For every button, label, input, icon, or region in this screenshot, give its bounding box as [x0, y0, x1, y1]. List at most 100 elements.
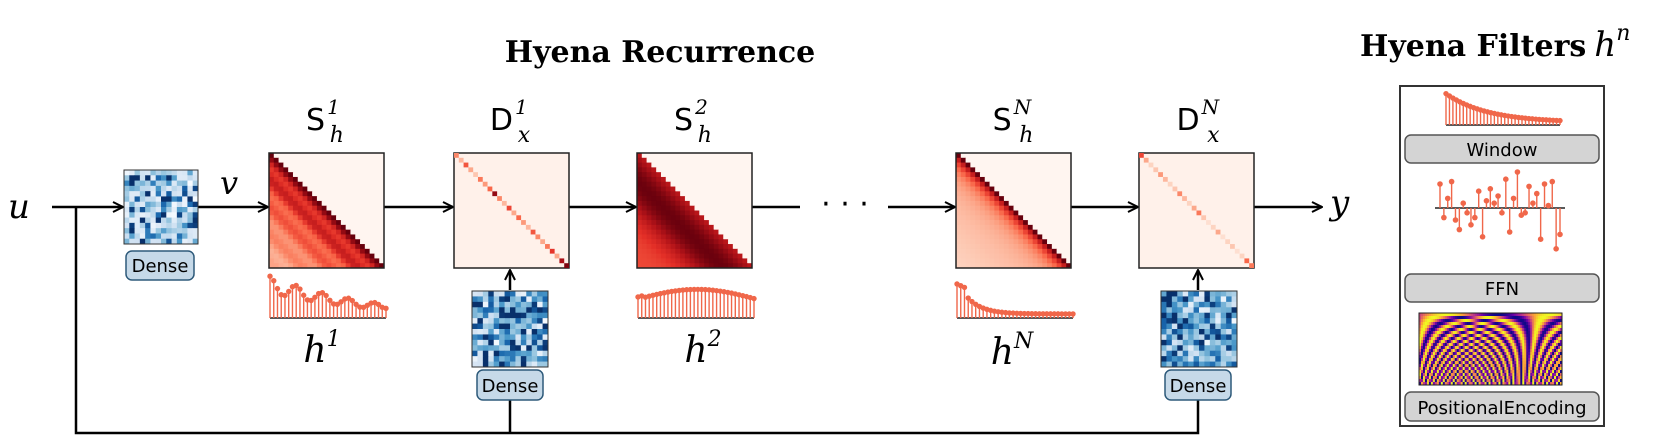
matrix-cell — [999, 167, 1005, 173]
matrix-cell — [369, 181, 375, 187]
matrix-cell — [1042, 224, 1048, 231]
matrix-cell — [960, 172, 966, 178]
heatmap-cell — [1424, 334, 1428, 338]
heatmap-cell — [1498, 319, 1501, 323]
matrix-cell — [680, 220, 686, 226]
stem-marker — [1483, 198, 1490, 204]
matrix-cell — [1003, 186, 1010, 192]
heatmap-cell — [1476, 355, 1479, 359]
matrix-cell — [1153, 167, 1159, 173]
heatmap-cell — [1496, 364, 1499, 368]
heatmap-cell — [1446, 325, 1450, 329]
heatmap-cell — [1446, 376, 1450, 380]
matrix-cell — [723, 186, 729, 192]
matrix-cell — [531, 323, 538, 330]
heatmap-cell — [1530, 346, 1533, 350]
heatmap-cell — [1476, 376, 1479, 380]
matrix-cell — [364, 220, 371, 226]
matrix-cell — [1051, 167, 1058, 173]
heatmap-cell — [1424, 355, 1428, 359]
heatmap-cell — [1556, 319, 1559, 323]
heatmap-cell — [1428, 352, 1432, 356]
heatmap-cell — [1446, 358, 1450, 362]
matrix-cell — [1008, 176, 1014, 183]
matrix-cell — [1027, 229, 1034, 235]
heatmap-cell — [1460, 334, 1463, 338]
heatmap-cell — [1486, 370, 1489, 374]
heatmap-cell — [1494, 358, 1497, 362]
heatmap-cell — [1518, 340, 1521, 344]
matrix-cell — [646, 234, 652, 240]
matrix-cell — [166, 196, 172, 203]
matrix-cell — [1171, 318, 1178, 324]
heatmap-cell — [1470, 352, 1473, 356]
matrix-cell — [742, 220, 748, 226]
matrix-cell — [488, 296, 495, 303]
matrix-cell — [1023, 191, 1029, 197]
gate-dense-label-2: Dense — [1170, 376, 1227, 397]
matrix-cell — [1008, 215, 1014, 221]
heatmap-cell — [1548, 334, 1551, 338]
matrix-cell — [297, 253, 303, 259]
matrix-cell — [699, 263, 705, 269]
heatmap-cell — [1550, 361, 1553, 365]
heatmap-cell — [1454, 331, 1458, 335]
matrix-cell — [292, 210, 299, 216]
heatmap-cell — [1540, 325, 1543, 329]
matrix-cell — [737, 224, 743, 231]
stem-marker — [312, 294, 318, 300]
heatmap-cell — [1498, 361, 1501, 365]
matrix-cell — [283, 172, 289, 178]
heatmap-cell — [1430, 316, 1434, 320]
matrix-cell — [192, 170, 199, 176]
matrix-cell — [510, 345, 516, 352]
matrix-cell — [369, 196, 375, 202]
matrix-cell — [292, 234, 299, 240]
heatmap-cell — [1532, 334, 1535, 338]
matrix-cell — [526, 323, 533, 330]
matrix-cell — [742, 200, 748, 207]
heatmap-cell — [1452, 340, 1456, 344]
heatmap-cell — [1440, 382, 1444, 386]
heatmap-cell — [1434, 334, 1438, 338]
heatmap-cell — [1452, 361, 1456, 365]
matrix-cell — [331, 239, 337, 245]
heatmap-cell — [1428, 340, 1432, 344]
heatmap-cell — [1528, 334, 1531, 338]
heatmap-cell — [1518, 373, 1521, 377]
heatmap-cell — [1512, 361, 1515, 365]
matrix-cell — [975, 172, 981, 178]
output-symbol: y — [1328, 183, 1350, 223]
matrix-cell — [1220, 234, 1226, 240]
matrix-cell — [713, 153, 719, 159]
heatmap-cell — [1486, 349, 1489, 353]
matrix-cell — [1042, 162, 1048, 168]
matrix-cell — [369, 157, 375, 163]
matrix-cell — [336, 239, 342, 245]
matrix-cell — [542, 323, 549, 330]
matrix-cell — [369, 210, 375, 216]
matrix-cell — [970, 153, 976, 159]
matrix-cell — [1047, 224, 1053, 231]
matrix-cell — [145, 233, 151, 240]
matrix-cell — [182, 233, 188, 240]
matrix-cell — [1056, 205, 1062, 211]
heatmap-cell — [1552, 337, 1555, 341]
heatmap-cell — [1538, 316, 1541, 320]
heatmap-cell — [1466, 382, 1469, 386]
matrix-cell — [965, 248, 971, 255]
matrix-cell — [340, 196, 347, 202]
matrix-cell — [704, 181, 710, 187]
heatmap-cell — [1560, 364, 1563, 368]
matrix-cell — [975, 248, 981, 255]
matrix-cell — [1032, 224, 1038, 231]
matrix-cell — [530, 229, 536, 235]
heatmap-cell — [1444, 328, 1448, 332]
matrix-cell — [379, 215, 385, 221]
heatmap-cell — [1452, 325, 1456, 329]
matrix-cell — [1042, 248, 1048, 255]
heatmap-cell — [1496, 337, 1499, 341]
heatmap-cell — [1542, 370, 1545, 374]
heatmap-cell — [1538, 379, 1541, 383]
matrix-cell — [1182, 307, 1189, 314]
